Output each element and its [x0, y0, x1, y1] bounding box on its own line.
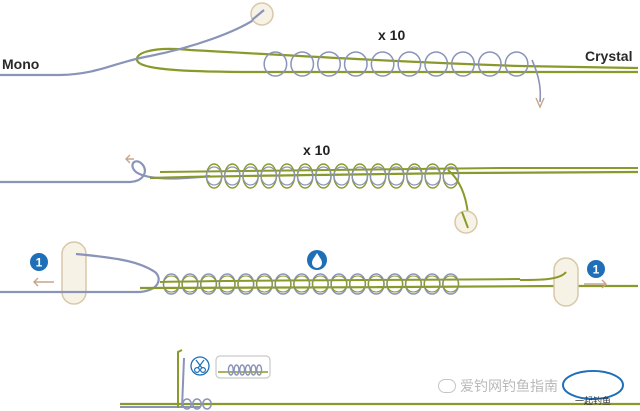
wrap-coil [200, 275, 217, 293]
wrap-coil [424, 166, 441, 186]
watermark-text: 爱钓网钓鱼指南 [438, 376, 558, 396]
wrap-coil [405, 275, 422, 293]
wrap-coil [330, 273, 348, 295]
svg-text:1: 1 [593, 263, 600, 277]
wrap-coil [218, 273, 236, 295]
wrap-coil [290, 51, 315, 77]
wrap-coil [442, 275, 460, 293]
crystal-line [149, 170, 639, 180]
wraps-group [263, 51, 529, 77]
wrap-coil [387, 166, 405, 186]
watermark-logo: 一起钓鱼 [562, 370, 624, 406]
wrap-coil [182, 398, 193, 410]
wrap-coil [316, 51, 342, 77]
wrap-coil [242, 166, 259, 186]
wraps-group [162, 273, 460, 295]
wrap-coil [293, 275, 311, 293]
wrap-coil [315, 166, 332, 186]
wrap-coil [370, 51, 395, 77]
wrap-coil [260, 166, 278, 186]
wrap-coil [351, 166, 369, 186]
wrap-coil [162, 275, 180, 293]
wrap-coil [205, 166, 223, 186]
wrap-coil [367, 273, 385, 295]
wrap-coil [367, 275, 385, 293]
wrap-coil [450, 51, 476, 77]
wrap-coil [181, 275, 199, 293]
wrap-coil [255, 273, 274, 295]
arrow-left-icon [125, 154, 134, 164]
wrap-coil [274, 275, 292, 293]
scissors-icon [190, 356, 210, 376]
step-2 [0, 154, 639, 234]
wrap-count-label: x 10 [378, 27, 406, 43]
wrap-coil [424, 51, 449, 77]
wrap-coil [330, 275, 348, 293]
badge-left: 1 [30, 253, 48, 271]
wrap-coil [162, 273, 180, 295]
badge-right: 1 [587, 260, 605, 278]
wrap-coil [477, 51, 502, 77]
svg-text:一起钓鱼: 一起钓鱼 [575, 395, 611, 406]
wrap-coil [256, 275, 273, 293]
chat-bubble-icon [438, 379, 456, 393]
wrap-coil [278, 166, 296, 186]
wrap-coil [442, 166, 460, 186]
wrap-coil [237, 275, 255, 293]
wrap-coil [199, 273, 218, 295]
wrap-coil [369, 166, 387, 186]
wrap-coil [181, 273, 199, 295]
crystal-line [139, 284, 638, 290]
wrap-coil [244, 364, 251, 376]
wraps-group [205, 163, 460, 189]
water-drop-icon [307, 250, 327, 270]
wrap-coil [386, 275, 404, 293]
wrap-coil [263, 51, 288, 77]
wrap-coil [406, 166, 423, 186]
arrow-left-icon [33, 277, 54, 287]
wrap-coil [504, 51, 529, 77]
wrap-coil [239, 364, 246, 376]
wrap-coil [296, 166, 314, 186]
mono-line [0, 252, 160, 294]
svg-text:1: 1 [36, 256, 43, 270]
mono-line [0, 13, 263, 77]
wrap-coil [386, 273, 404, 295]
wrap-coil [397, 51, 422, 77]
tag-end-capsule [553, 257, 579, 307]
wrap-coil [343, 51, 368, 77]
wraps-group [182, 398, 213, 410]
wrap-coil [423, 273, 441, 295]
wrap-coil [423, 275, 441, 293]
arrow-down-icon [535, 97, 545, 109]
wrap-coil [218, 275, 236, 293]
step-4 [120, 349, 640, 410]
crystal-label: Crystal [585, 48, 633, 64]
tag-end-capsule [61, 241, 87, 305]
wrap-coil [224, 166, 241, 186]
step-3: 1 1 [0, 241, 638, 307]
step-1 [0, 2, 639, 109]
wrap-coil [227, 364, 234, 376]
wrap-coil [274, 273, 292, 295]
wrap-coil [442, 273, 460, 295]
wrap-coil [333, 166, 350, 186]
mono-label: Mono [2, 56, 40, 72]
wrap-coil [404, 273, 423, 295]
wrap-coil [233, 364, 240, 376]
wrap-coil [311, 275, 329, 293]
wrap-coil [237, 273, 255, 295]
wrap-coil [250, 364, 257, 376]
wrap-coil [256, 364, 263, 376]
wrap-coil [311, 273, 329, 295]
tag-end-circle [250, 2, 274, 26]
wrap-coil [202, 398, 213, 410]
arrow-right-icon [584, 279, 607, 289]
wrap-coil [192, 398, 203, 410]
wrap-coil [348, 273, 367, 295]
wrap-coil [293, 273, 311, 295]
wrap-coil [349, 275, 366, 293]
wrap-count-label: x 10 [303, 142, 331, 158]
